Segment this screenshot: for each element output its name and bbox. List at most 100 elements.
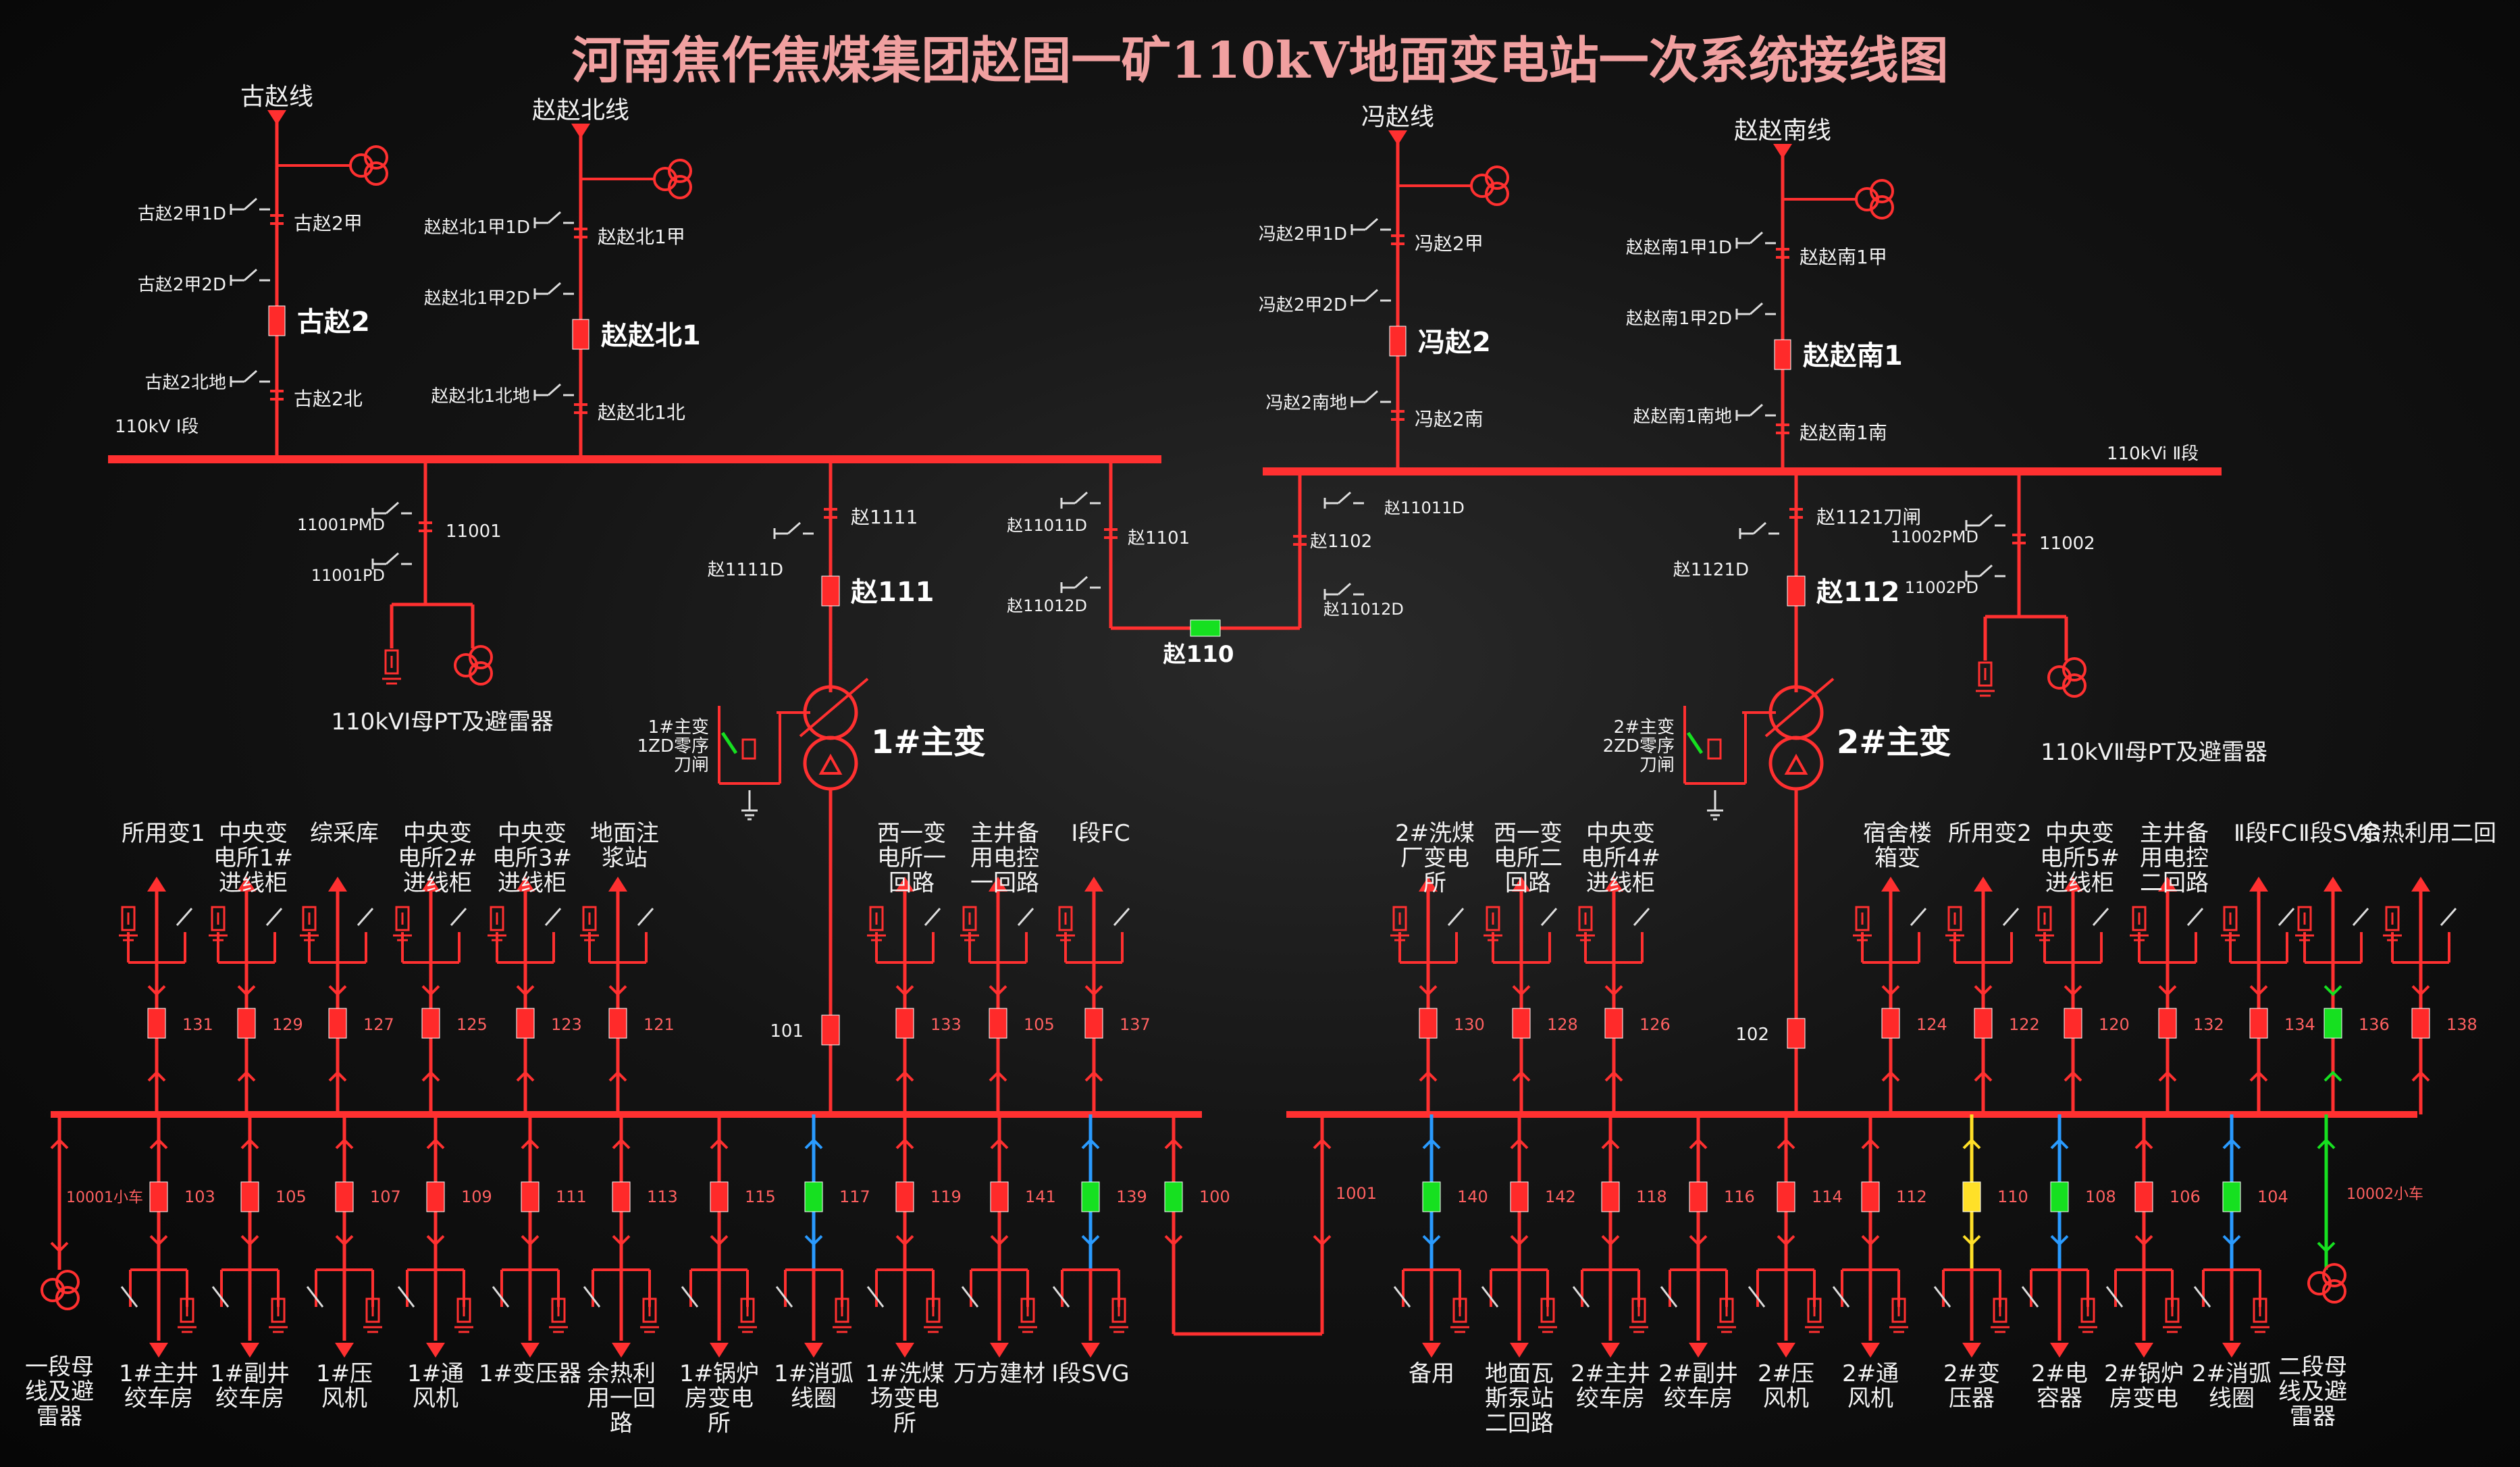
feeder-out-arrow-icon: [1689, 1343, 1708, 1358]
plug-icon: [1962, 1138, 1981, 1150]
feeder-label: 2#洗煤厂变电所: [1395, 820, 1475, 896]
plug-icon: [608, 985, 627, 996]
ground-switch-icon: [544, 908, 562, 926]
feeder-breaker: [1689, 1181, 1708, 1212]
feeder-label: Ⅰ段SVG: [1051, 1360, 1129, 1387]
arrester-icon: [738, 1297, 757, 1333]
feeder-number: 140: [1457, 1187, 1488, 1206]
feeder-label: 余热利用一回路: [587, 1360, 656, 1437]
feeder-label: Ⅱ段SVG: [2299, 820, 2381, 847]
feeder-label: 二段母线及避雷器: [2278, 1354, 2347, 1430]
plug-icon: [1419, 985, 1438, 996]
feeder-number: 107: [370, 1187, 401, 1206]
feeder-label: 备用: [1409, 1360, 1454, 1387]
feeder-out-arrow-icon: [1512, 877, 1531, 892]
tx-breaker: [1787, 575, 1806, 607]
ground-switch-icon: [1832, 1286, 1850, 1308]
arrester-icon: [2295, 906, 2314, 942]
ground-switch-icon: [1660, 1286, 1678, 1308]
plug-icon: [2317, 1138, 2336, 1150]
buscoupler-breaker: [1164, 1181, 1183, 1212]
feeder-number: 141: [1025, 1187, 1056, 1206]
arrester-icon: [1717, 1297, 1736, 1333]
disconnect-icon: [1776, 423, 1789, 434]
switch-label: 赵1102: [1310, 532, 1372, 552]
switch-label: 11001: [446, 521, 502, 542]
plug-icon: [50, 1138, 69, 1150]
feeder-out-arrow-icon: [804, 1343, 823, 1358]
arrester-icon: [1707, 738, 1722, 760]
feeder-label: 地面注浆站: [590, 820, 659, 872]
arrester-icon: [393, 906, 412, 942]
feeder-number: 115: [745, 1187, 776, 1206]
arrester-icon: [1629, 1297, 1648, 1333]
feeder-out-arrow-icon: [608, 877, 627, 892]
feeder-out-arrow-icon: [1422, 1343, 1441, 1358]
plug-icon: [1689, 1138, 1708, 1150]
switch-label: 赵11012D: [1007, 596, 1087, 615]
ground-switch-icon: [681, 1286, 699, 1308]
line-entry-arrow-icon: [267, 110, 286, 125]
switch-label: 赵11012D: [1323, 600, 1404, 619]
switch-label: 古赵2甲: [294, 212, 363, 234]
plug-icon: [895, 1138, 914, 1150]
ground-switch-icon: [1739, 521, 1779, 539]
feeder-out-arrow-icon: [1777, 1343, 1795, 1358]
plug-icon: [2158, 1071, 2177, 1082]
breaker-label: 赵111: [851, 577, 935, 608]
feeder-out-arrow-icon: [612, 1343, 631, 1358]
line-name-3: 赵赵南线: [1734, 117, 1831, 145]
plug-icon: [1604, 1071, 1623, 1082]
tie-breaker: [1190, 619, 1221, 637]
disconnect-icon: [1104, 528, 1118, 539]
feeder-number: 131: [182, 1015, 213, 1034]
switch-label: 11001PMD: [297, 515, 385, 534]
plug-icon: [521, 1235, 540, 1246]
switch-label: 赵赵北1北地: [431, 386, 530, 407]
plug-icon: [237, 1071, 256, 1082]
disconnect-icon: [1776, 248, 1789, 259]
feeder-label: Ⅰ段FC: [1071, 820, 1130, 847]
feeder-out-arrow-icon: [710, 1343, 729, 1358]
switch-label: 赵赵南1甲2D: [1626, 309, 1732, 329]
plug-icon: [1777, 1235, 1795, 1246]
ground-switch-icon: [2105, 1286, 2124, 1308]
ground-switch-icon: [357, 908, 374, 926]
feeder-breaker: [1512, 1008, 1531, 1039]
feeder-out-arrow-icon: [328, 877, 347, 892]
feeder-breaker: [2064, 1008, 2082, 1039]
plug-icon: [50, 1241, 69, 1253]
delta-icon: [1784, 753, 1808, 775]
plug-icon: [421, 985, 440, 996]
arrester-icon: [1390, 906, 1409, 942]
feeder-out-arrow-icon: [426, 1343, 445, 1358]
feeder-label: 1#锅炉房变电所: [679, 1360, 759, 1437]
arrester-icon: [580, 906, 599, 942]
plug-icon: [990, 1138, 1009, 1150]
arrester-icon: [867, 906, 886, 942]
feeder-number: 124: [1916, 1015, 1947, 1034]
plug-icon: [2064, 985, 2082, 996]
feeder-label: 中央变电所5#进线柜: [2040, 820, 2120, 896]
feeder-label: 中央变电所2#进线柜: [398, 820, 477, 896]
switch-label: 赵1121D: [1673, 560, 1749, 580]
feeder-breaker: [1962, 1181, 1981, 1212]
line-breaker: [572, 319, 589, 350]
feeder-number: 117: [839, 1187, 870, 1206]
switch-label: 赵赵北1北: [598, 401, 685, 423]
feeder-number: 123: [551, 1015, 582, 1034]
ground-switch-icon: [1017, 908, 1034, 926]
bus-pt-icon: [2047, 657, 2086, 698]
feeder-breaker: [328, 1008, 347, 1039]
feeder-number: 108: [2085, 1187, 2116, 1206]
feeder-breaker: [147, 1008, 166, 1039]
feeder-number: 105: [1024, 1015, 1055, 1034]
arrester-icon: [363, 1297, 382, 1333]
arrester-icon: [454, 1297, 473, 1333]
feeder-breaker: [421, 1008, 440, 1039]
feeder-number: 132: [2193, 1015, 2224, 1034]
plug-icon: [1974, 1071, 1993, 1082]
ground-switch-icon: [1350, 390, 1391, 407]
transformer-label: 2#主变: [1837, 723, 1951, 761]
feeder-number: 126: [1639, 1015, 1671, 1034]
